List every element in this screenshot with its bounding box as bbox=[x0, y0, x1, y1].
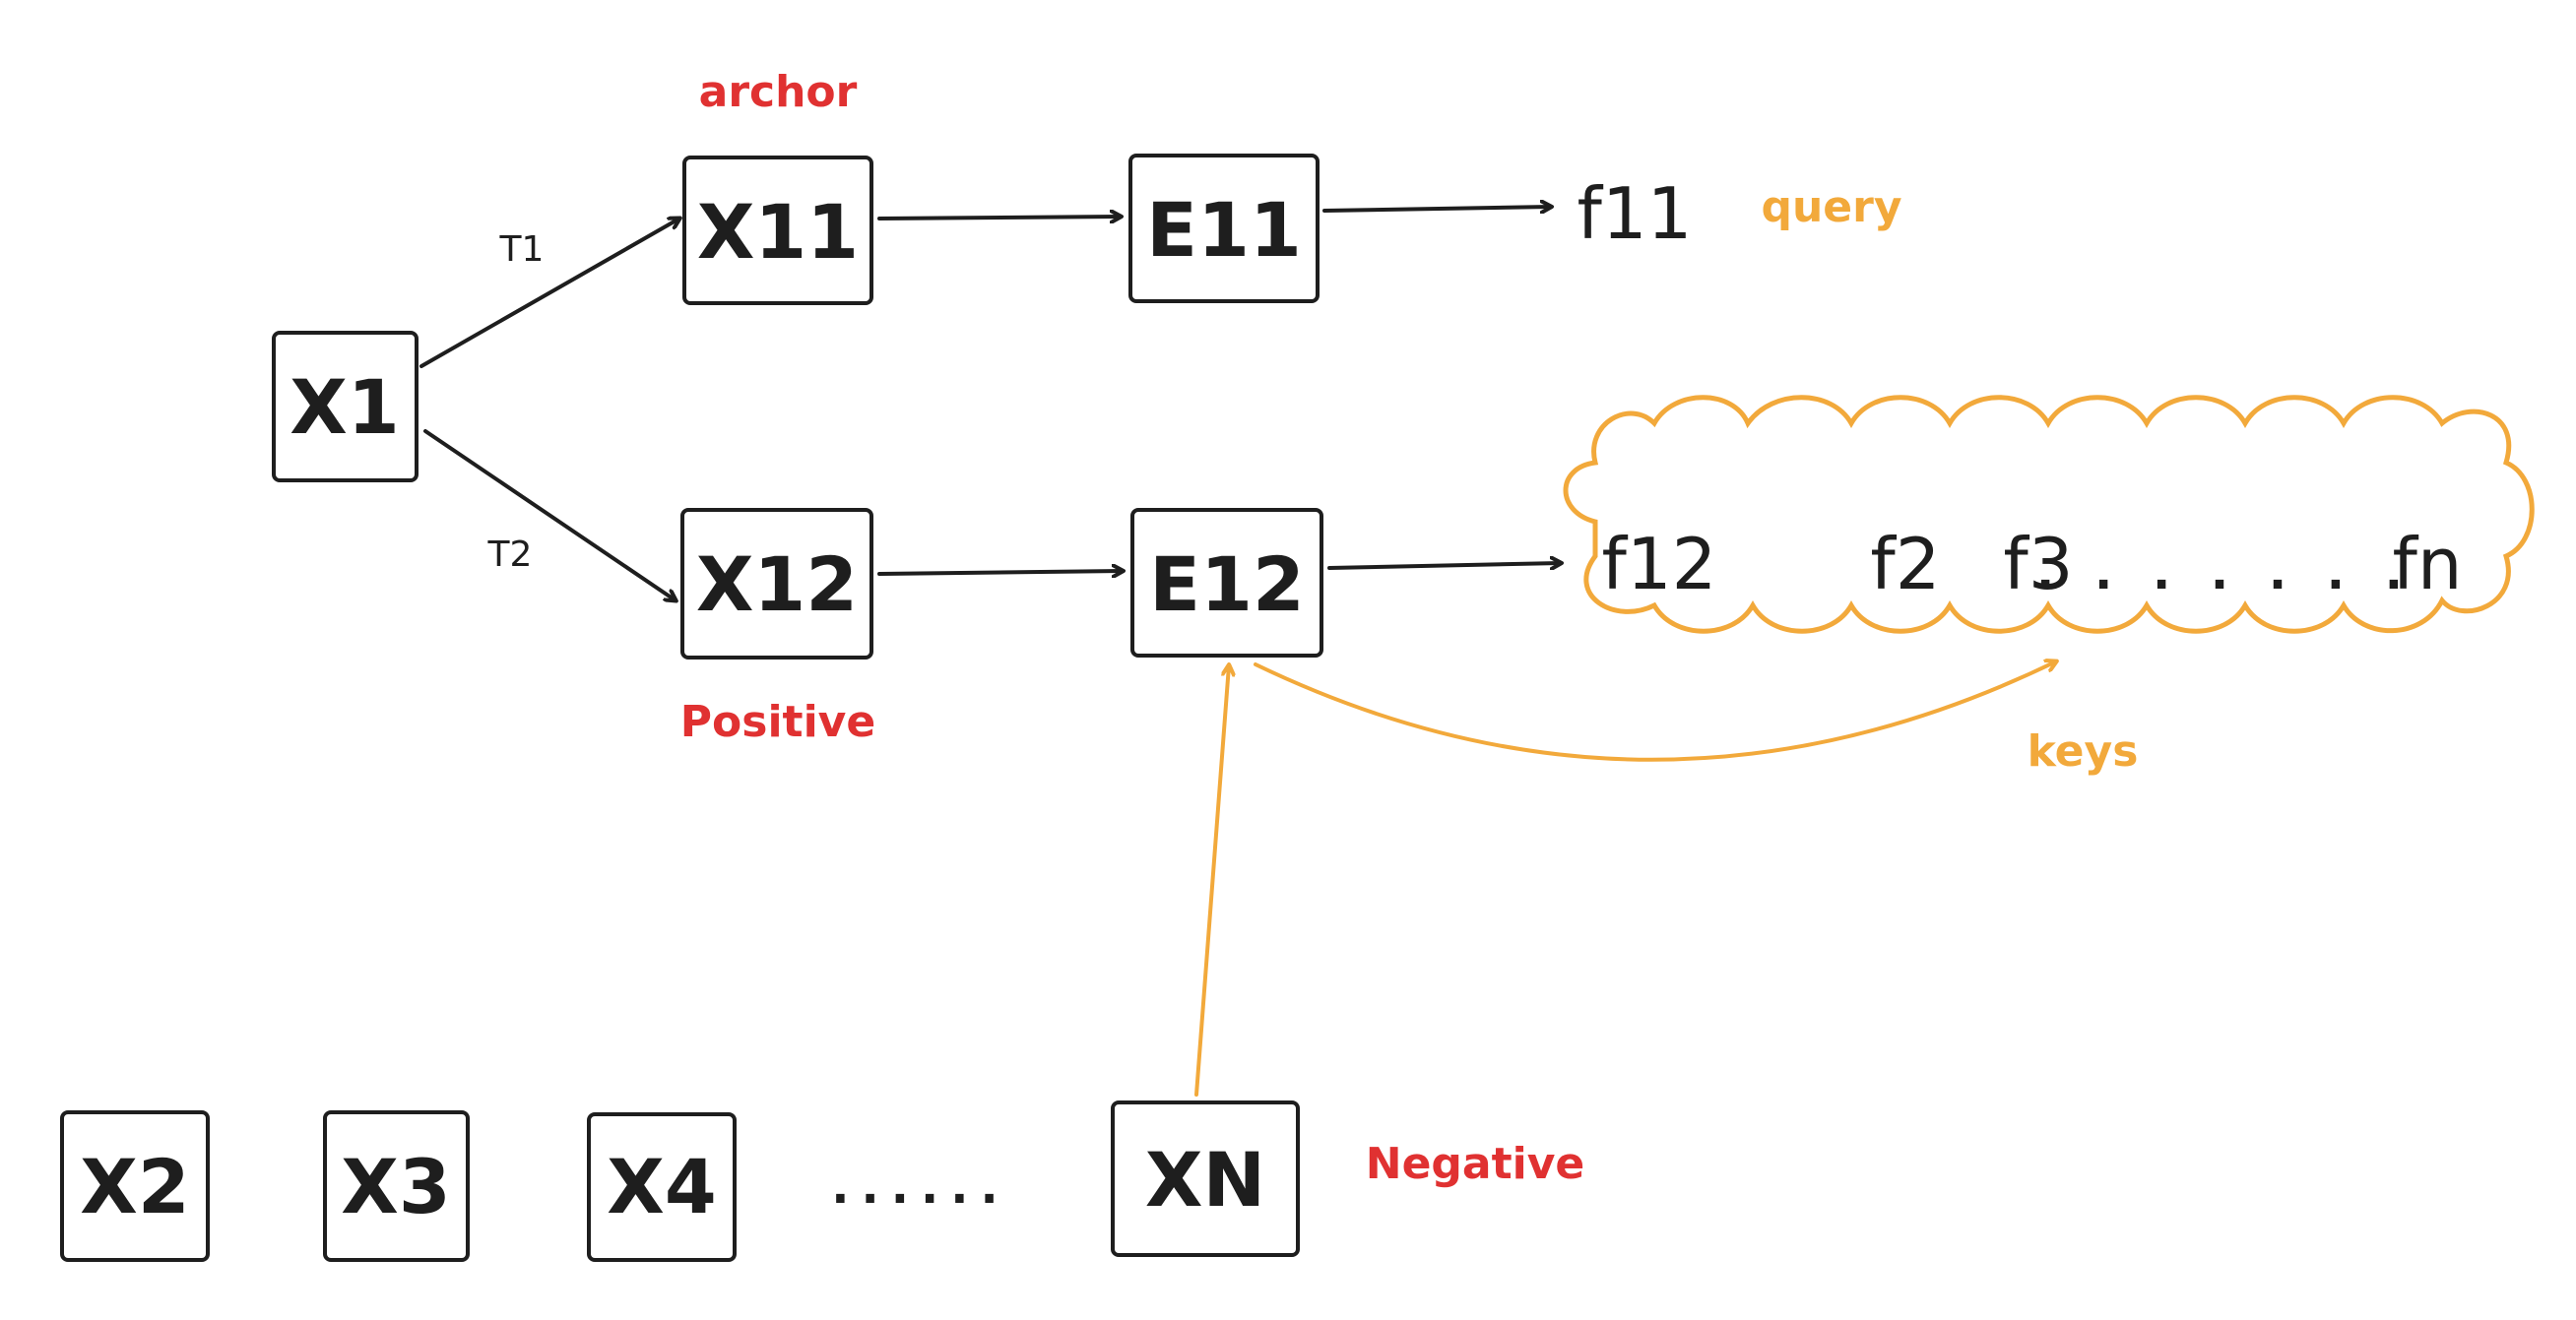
x2-label: X2 bbox=[80, 1143, 189, 1230]
x3-label: X3 bbox=[341, 1143, 450, 1230]
x1-label: X1 bbox=[290, 363, 399, 451]
e12-label: E12 bbox=[1149, 540, 1305, 628]
arrow-x1-x11 bbox=[419, 219, 679, 368]
f12-label: f12 bbox=[1602, 523, 1717, 605]
x11-label: X11 bbox=[697, 188, 859, 276]
x12-box bbox=[680, 508, 873, 660]
f11-label: f11 bbox=[1578, 172, 1693, 255]
e11-label: E11 bbox=[1146, 186, 1302, 274]
x3-box bbox=[323, 1110, 470, 1262]
xn-label: XN bbox=[1145, 1136, 1265, 1224]
arrow-e12-f12 bbox=[1327, 563, 1561, 568]
arrow-x12-e12 bbox=[877, 571, 1123, 574]
arrow-x11-e11 bbox=[877, 217, 1121, 219]
e11-box bbox=[1128, 154, 1320, 303]
features-ellipsis: . . . . . . . bbox=[2036, 545, 2415, 600]
keys-cloud bbox=[1563, 395, 2535, 634]
query-label: query bbox=[1761, 182, 1901, 232]
x4-box bbox=[587, 1112, 737, 1262]
keys-label: keys bbox=[2028, 726, 2139, 777]
positive-label: Positive bbox=[680, 697, 875, 747]
f3-label: f3 bbox=[2003, 523, 2073, 605]
x12-label: X12 bbox=[696, 540, 858, 628]
x1-box bbox=[272, 331, 419, 482]
arrow-xn-e12 bbox=[1194, 665, 1229, 1097]
samples-ellipsis: ...... bbox=[831, 1160, 1009, 1215]
x11-box bbox=[682, 156, 873, 305]
e12-box bbox=[1130, 508, 1323, 658]
f2-label: f2 bbox=[1870, 523, 1940, 605]
x2-box bbox=[60, 1110, 210, 1262]
arrow-x1-x12 bbox=[423, 429, 676, 600]
archor-label: archor bbox=[699, 67, 858, 117]
negative-label: Negative bbox=[1366, 1139, 1585, 1189]
arrow-e12-keys bbox=[1254, 661, 2056, 762]
arrow-e11-f11 bbox=[1322, 207, 1551, 211]
fn-label: fn bbox=[2393, 523, 2463, 605]
x4-label: X4 bbox=[607, 1143, 716, 1230]
t2-label: T2 bbox=[487, 534, 533, 575]
t1-label: T1 bbox=[499, 229, 545, 270]
xn-box bbox=[1111, 1100, 1300, 1257]
